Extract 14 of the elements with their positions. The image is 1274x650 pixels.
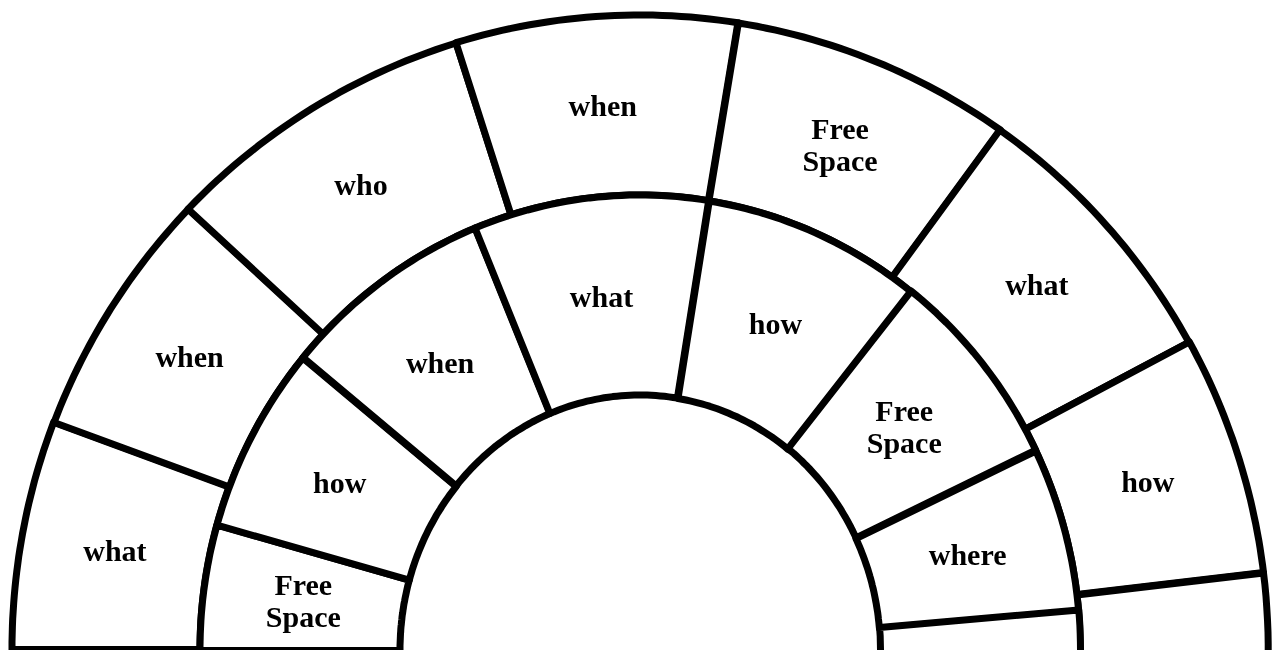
- space-label: Free Space: [865, 394, 943, 459]
- space-label: Free Space: [264, 568, 342, 633]
- space-label: when: [404, 346, 476, 379]
- space-label: how: [747, 308, 804, 341]
- space-label: what: [1004, 269, 1070, 302]
- space-label: what: [82, 534, 148, 567]
- space-label: Free Space: [801, 112, 879, 177]
- space-label: how: [312, 467, 368, 500]
- space-label: who: [333, 169, 389, 202]
- space-label: how: [1120, 465, 1176, 498]
- space-label: when: [154, 341, 225, 374]
- space-label: where: [927, 539, 1008, 572]
- space-label: what: [568, 281, 635, 314]
- space-label: when: [567, 90, 638, 123]
